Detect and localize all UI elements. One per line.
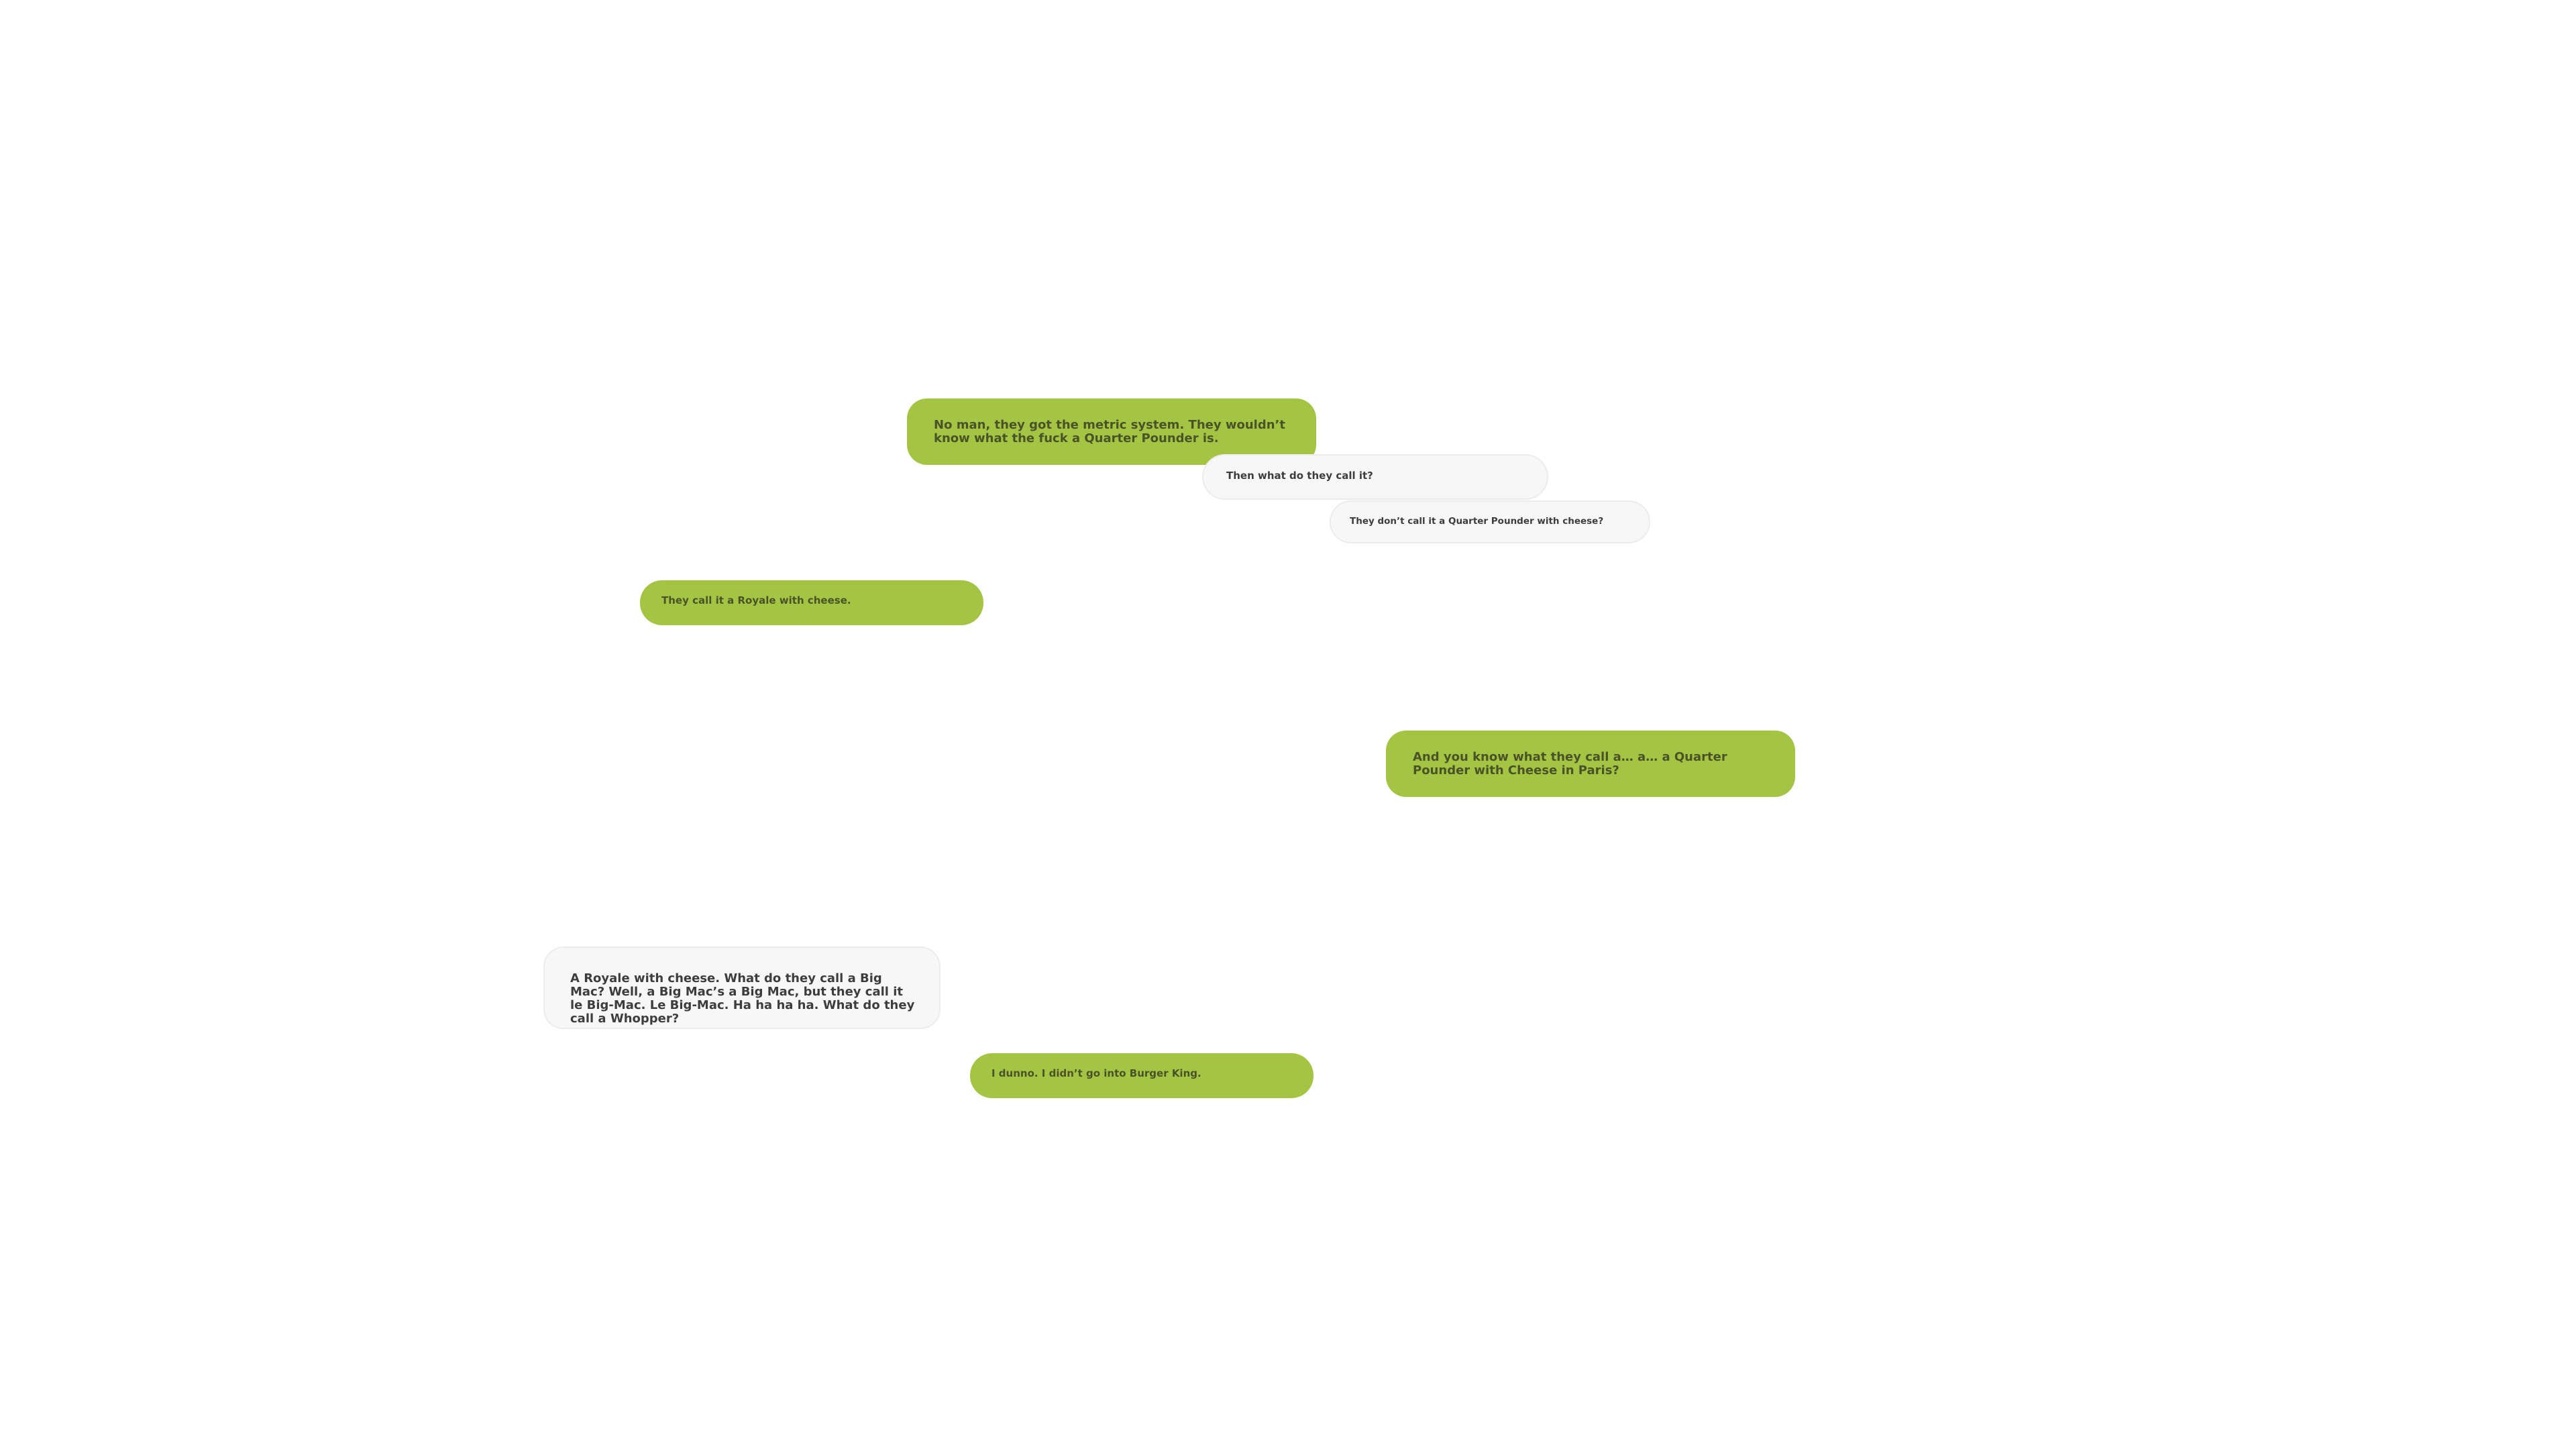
message-text: They don’t call it a Quarter Pounder wit… xyxy=(1350,516,1604,527)
message-bubble-6: A Royale with cheese. What do they call … xyxy=(543,947,941,1029)
message-text: No man, they got the metric system. They… xyxy=(934,418,1285,446)
message-bubble-1: No man, they got the metric system. They… xyxy=(907,398,1316,465)
message-text: I dunno. I didn’t go into Burger King. xyxy=(991,1067,1201,1079)
message-text: Then what do they call it? xyxy=(1226,470,1373,482)
message-bubble-3: They don’t call it a Quarter Pounder wit… xyxy=(1330,500,1650,543)
message-text: A Royale with cheese. What do they call … xyxy=(570,971,915,1026)
message-bubble-7: I dunno. I didn’t go into Burger King. xyxy=(970,1053,1313,1098)
message-bubble-2: Then what do they call it? xyxy=(1202,454,1548,500)
message-bubble-4: They call it a Royale with cheese. xyxy=(640,580,983,625)
message-bubble-5: And you know what they call a… a… a Quar… xyxy=(1386,731,1795,797)
message-text: They call it a Royale with cheese. xyxy=(661,594,851,606)
message-text: And you know what they call a… a… a Quar… xyxy=(1413,750,1727,778)
